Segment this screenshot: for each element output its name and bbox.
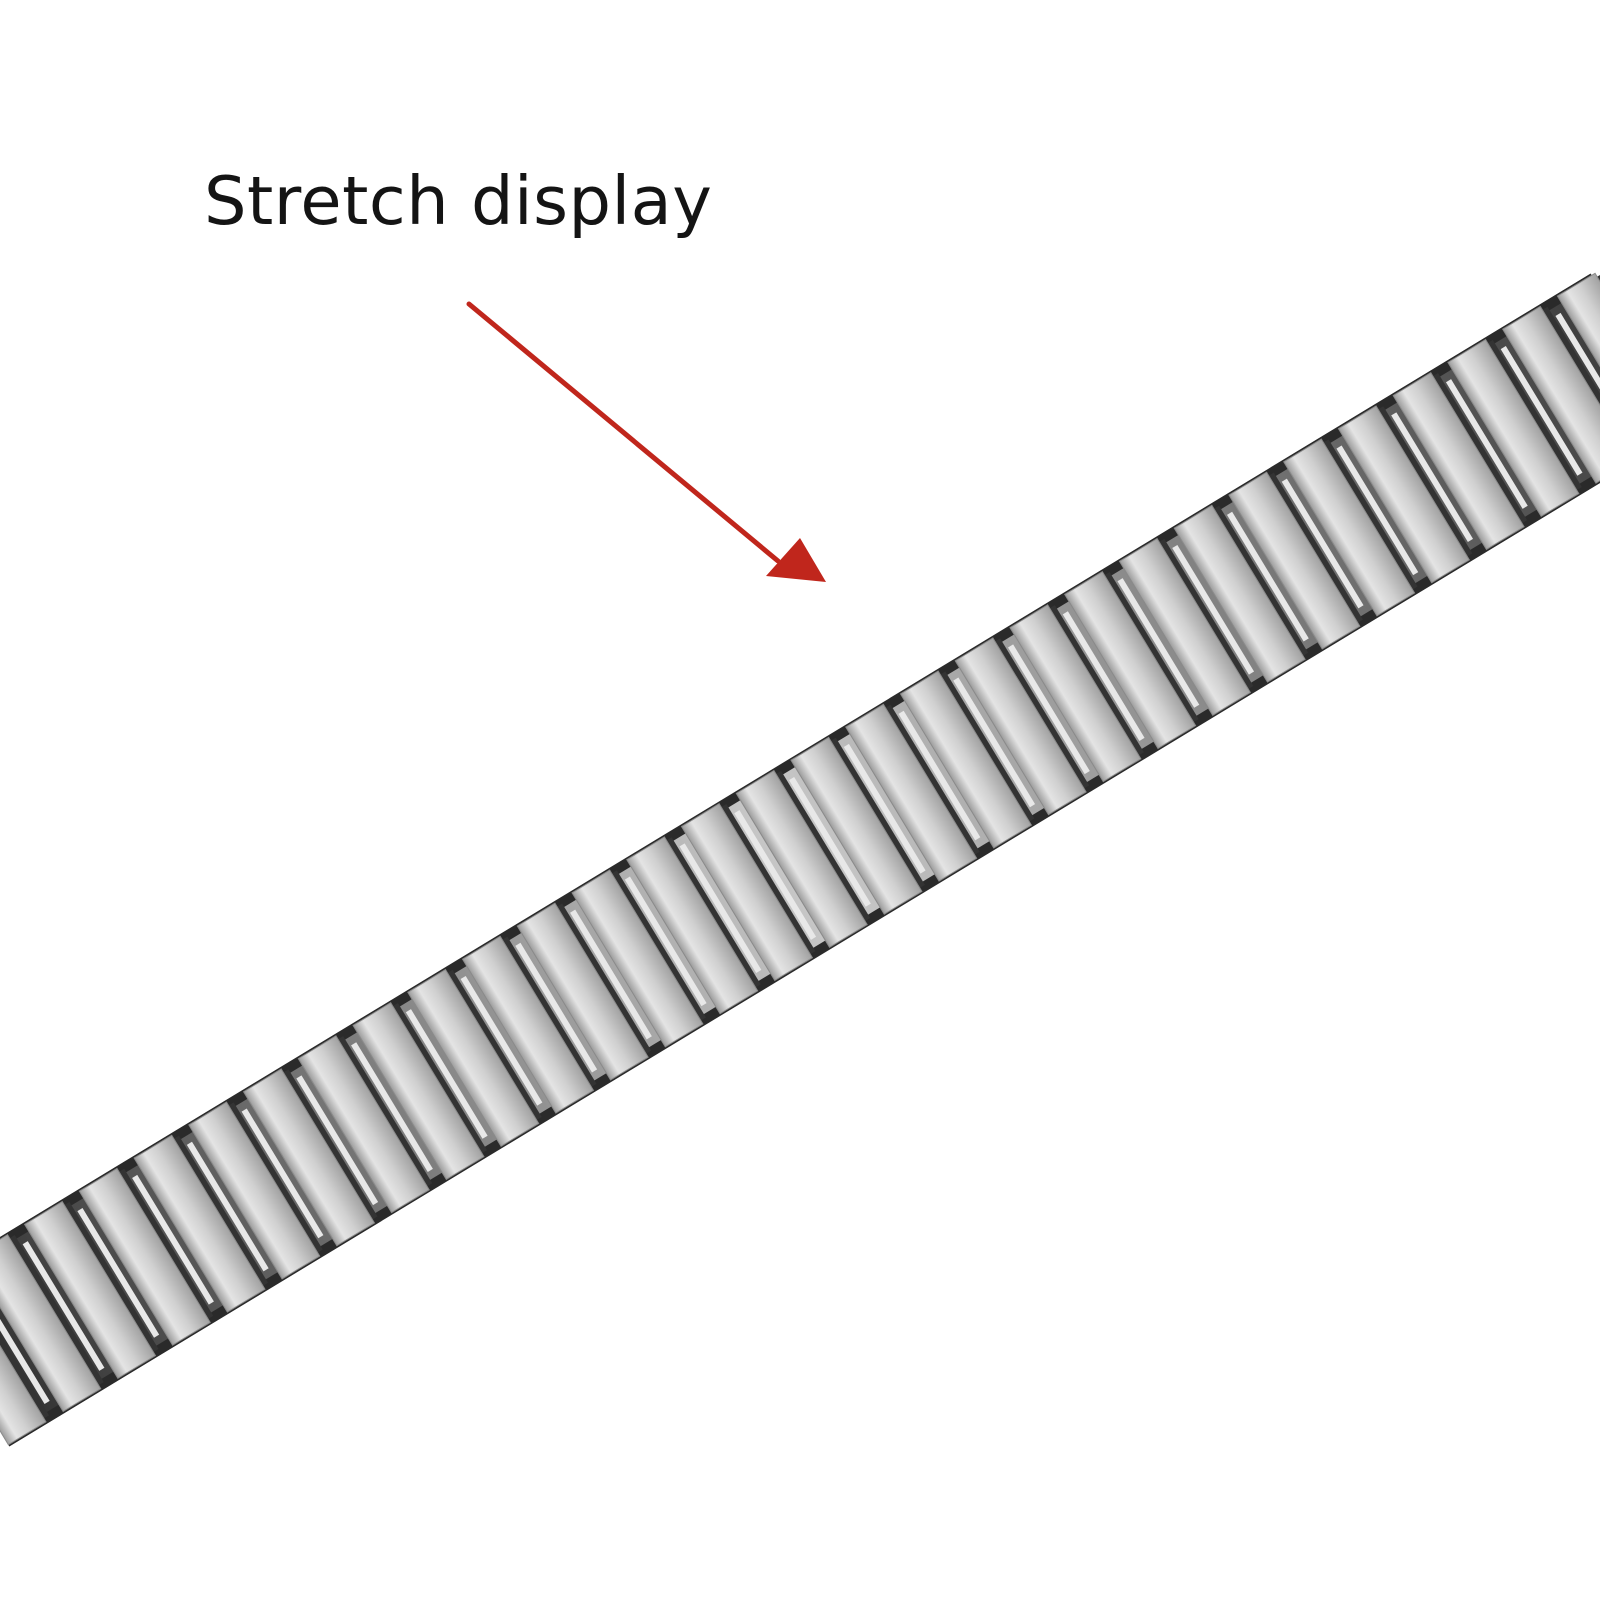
elastic-rail: [898, 710, 981, 841]
elastic-rail: [1391, 412, 1474, 543]
elastic-rail: [1226, 511, 1309, 642]
band-link: [1283, 438, 1416, 617]
band-link: [845, 703, 978, 882]
band-link: [297, 1035, 430, 1214]
link-shadow: [0, 1268, 50, 1421]
band-link: [1556, 272, 1600, 451]
band-link: [133, 1134, 266, 1313]
band-link: [1009, 604, 1142, 783]
band-link: [407, 968, 540, 1147]
elastic-rail: [351, 1042, 433, 1172]
band-link: [188, 1101, 321, 1280]
caption-text: Stretch display: [204, 162, 713, 240]
elastic-rail: [241, 1108, 324, 1239]
elastic-rail: [1117, 578, 1200, 708]
elastic-rail: [789, 777, 871, 907]
elastic-rail: [734, 810, 817, 940]
elastic-rail: [1172, 544, 1255, 675]
elastic-rail: [624, 876, 707, 1007]
elastic-rail: [1336, 445, 1419, 576]
band-link: [1118, 537, 1252, 716]
band-link: [1337, 405, 1471, 584]
band-link: [626, 836, 759, 1015]
band-link: [78, 1167, 211, 1346]
elastic-rail: [953, 677, 1036, 808]
band-link: [1064, 570, 1197, 750]
band-link: [899, 670, 1033, 849]
arrow-icon: [466, 301, 826, 582]
band-link: [571, 869, 704, 1048]
band-link: [1447, 338, 1580, 518]
elastic-rail: [1445, 379, 1528, 509]
elastic-rail: [22, 1241, 105, 1371]
band-link: [1173, 504, 1306, 683]
band-link: [680, 803, 814, 982]
elastic-rail: [570, 909, 652, 1040]
band-link: [516, 902, 649, 1081]
elastic-rail: [186, 1141, 269, 1272]
elastic-rail: [679, 843, 762, 974]
elastic-rail: [1555, 312, 1600, 443]
elastic-rail: [1062, 611, 1145, 741]
band-link: [242, 1068, 376, 1247]
band-link: [0, 1234, 102, 1413]
band-link: [1228, 471, 1361, 650]
elastic-rail: [515, 942, 598, 1073]
elastic-rail: [843, 743, 926, 874]
band-links: [0, 272, 1600, 1446]
band-link: [735, 769, 868, 949]
stretch-band: [0, 272, 1600, 1447]
elastic-rail: [296, 1075, 379, 1206]
band-link: [23, 1200, 157, 1380]
band-link: [954, 637, 1087, 816]
band-link: [352, 1001, 485, 1181]
elastic-rail: [405, 1009, 488, 1139]
band-link: [0, 1267, 47, 1446]
band-link: [461, 935, 595, 1114]
elastic-rail: [1500, 346, 1583, 476]
band-link: [790, 736, 923, 915]
elastic-rail: [1008, 644, 1090, 775]
band-link: [1501, 305, 1600, 484]
elastic-rail: [1281, 478, 1364, 609]
elastic-rail: [460, 975, 543, 1106]
band-link: [1392, 372, 1525, 551]
elastic-rail: [132, 1174, 214, 1305]
elastic-rail: [0, 1274, 50, 1405]
elastic-rail: [77, 1208, 160, 1338]
